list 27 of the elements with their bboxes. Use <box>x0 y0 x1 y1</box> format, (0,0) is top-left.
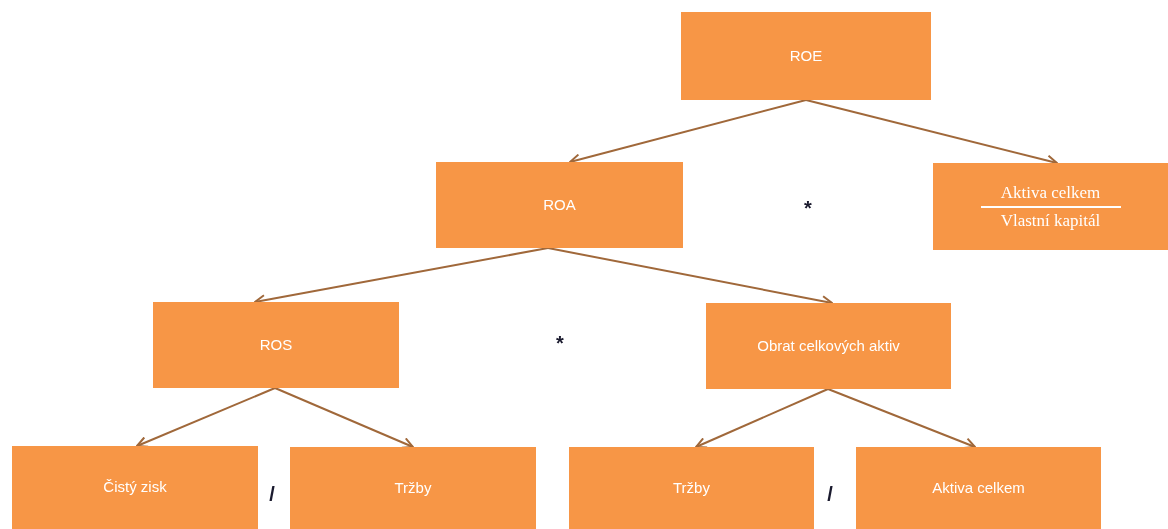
operator-symbol: / <box>269 482 275 506</box>
process-box <box>569 447 814 529</box>
arrow <box>274 387 414 449</box>
box-label: ROA <box>543 195 576 215</box>
process-box <box>12 446 258 529</box>
arrow <box>136 387 276 448</box>
operator-symbol: / <box>827 482 833 506</box>
box-label: Tržby <box>394 478 432 498</box>
box-label: Čistý zisk <box>103 478 167 497</box>
arrow <box>695 388 829 449</box>
process-box <box>290 447 536 529</box>
box-label: Aktiva celkem <box>932 478 1025 498</box>
denominator-text: Vlastní kapitál <box>1000 209 1101 231</box>
box-label: ROS <box>259 335 293 355</box>
box-label: ROE <box>789 46 823 66</box>
box-label: Tržby <box>673 478 710 498</box>
process-box <box>436 162 683 248</box>
process-box <box>153 302 399 388</box>
process-box <box>933 163 1168 250</box>
box-label: Obrat celkových aktiv <box>757 336 900 356</box>
operator-symbol: * <box>556 331 564 355</box>
arrow <box>827 388 976 449</box>
process-box <box>706 303 951 389</box>
process-box <box>856 447 1101 529</box>
process-box <box>681 12 931 100</box>
operator-symbol: * <box>804 196 812 220</box>
numerator-text: Aktiva celkem <box>1000 182 1101 204</box>
